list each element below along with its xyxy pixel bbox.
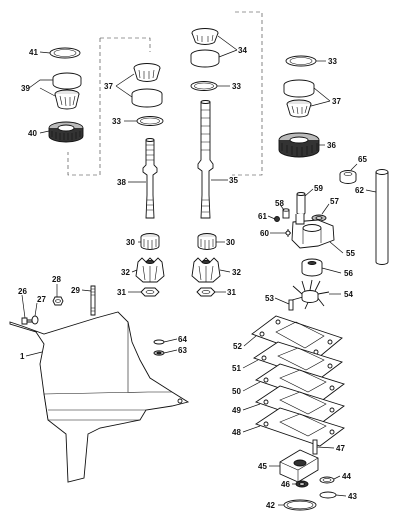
callout-34: 34 <box>238 46 247 55</box>
part-64-washer <box>153 339 165 345</box>
callout-31-left: 31 <box>117 288 126 297</box>
part-57-seal <box>311 214 327 222</box>
part-41-shim-ring <box>49 47 81 59</box>
part-42-o-ring <box>283 499 317 511</box>
callout-50: 50 <box>232 387 241 396</box>
callout-56: 56 <box>344 269 353 278</box>
part-48-gasket <box>254 407 345 447</box>
callout-42: 42 <box>266 501 275 510</box>
part-35-prop-shaft <box>197 100 214 219</box>
part-38-drive-shaft <box>142 138 158 219</box>
callout-47: 47 <box>336 444 345 453</box>
callout-49: 49 <box>232 406 241 415</box>
callout-29: 29 <box>71 286 80 295</box>
part-44-ring <box>319 476 335 484</box>
callout-30-right: 30 <box>226 238 235 247</box>
callout-33-right: 33 <box>328 57 337 66</box>
callout-61: 61 <box>258 212 267 221</box>
callout-37-left: 37 <box>104 82 113 91</box>
callout-43: 43 <box>348 492 357 501</box>
part-39-tapered-bearing <box>52 72 82 110</box>
callout-32-left: 32 <box>121 268 130 277</box>
part-26-screw <box>21 317 33 325</box>
part-46-bearing <box>295 480 309 488</box>
callout-41: 41 <box>29 48 38 57</box>
callout-38: 38 <box>117 178 126 187</box>
part-1-gearcase-housing <box>9 311 190 483</box>
part-33-ring-left <box>136 116 164 126</box>
part-47-pin <box>312 439 318 455</box>
part-33-ring-rightcol <box>285 55 317 67</box>
part-31-nut-left <box>140 287 160 297</box>
part-59-tube <box>296 192 306 215</box>
callout-64: 64 <box>178 335 187 344</box>
part-37-bearing-left <box>131 63 163 108</box>
part-65-grommet <box>339 170 357 184</box>
part-34-bearing-right <box>190 28 220 68</box>
part-31-nut-right <box>196 287 216 297</box>
callout-59: 59 <box>314 184 323 193</box>
part-36-forward-gear <box>278 132 320 158</box>
callout-46: 46 <box>281 480 290 489</box>
callout-55: 55 <box>346 249 355 258</box>
part-27-washer <box>31 315 39 325</box>
callout-57: 57 <box>330 197 339 206</box>
callout-51: 51 <box>232 364 241 373</box>
part-58-fitting <box>282 208 290 219</box>
dashed-group-left <box>67 37 151 176</box>
callout-33-center: 33 <box>232 82 241 91</box>
part-32-clutch-left <box>135 257 165 283</box>
part-40-pinion-gear <box>48 121 84 143</box>
part-56-insert <box>301 258 323 277</box>
part-62-water-tube <box>375 169 389 265</box>
callout-31-right: 31 <box>227 288 236 297</box>
part-30-needle-bearing-right <box>197 233 217 250</box>
callout-40: 40 <box>28 129 37 138</box>
part-43-washer <box>319 491 337 499</box>
leader-lines <box>21 35 377 506</box>
callout-30-left: 30 <box>126 238 135 247</box>
part-33-ring-right <box>190 81 218 91</box>
callout-62: 62 <box>355 186 364 195</box>
part-61-screw <box>274 216 280 222</box>
callout-58: 58 <box>275 199 284 208</box>
callout-44: 44 <box>342 472 351 481</box>
callout-65: 65 <box>358 155 367 164</box>
part-55-pump-housing <box>291 214 335 249</box>
callout-53: 53 <box>265 294 274 303</box>
part-45-bearing-carrier <box>279 449 319 483</box>
callout-33-left: 33 <box>112 117 121 126</box>
callout-35: 35 <box>229 176 238 185</box>
part-54-impeller <box>291 279 330 310</box>
part-37-bearing-rightcol <box>283 79 315 118</box>
callout-48: 48 <box>232 428 241 437</box>
callout-37-right: 37 <box>332 97 341 106</box>
callout-26: 26 <box>18 287 27 296</box>
part-53-key <box>288 299 294 311</box>
part-29-stud <box>90 285 96 316</box>
callout-32-right: 32 <box>232 268 241 277</box>
callout-45: 45 <box>258 462 267 471</box>
callout-54: 54 <box>344 290 353 299</box>
callout-39: 39 <box>21 84 30 93</box>
part-28-nut <box>52 296 64 306</box>
callout-63: 63 <box>178 346 187 355</box>
callout-60: 60 <box>260 229 269 238</box>
callout-1: 1 <box>20 352 25 361</box>
part-63-nut <box>153 350 165 356</box>
callout-36: 36 <box>327 141 336 150</box>
callout-52: 52 <box>233 342 242 351</box>
dashed-group-right <box>232 11 263 176</box>
part-32-clutch-right <box>191 257 221 283</box>
callout-27: 27 <box>37 295 46 304</box>
part-30-needle-bearing-left <box>140 233 160 250</box>
callout-28: 28 <box>52 275 61 284</box>
